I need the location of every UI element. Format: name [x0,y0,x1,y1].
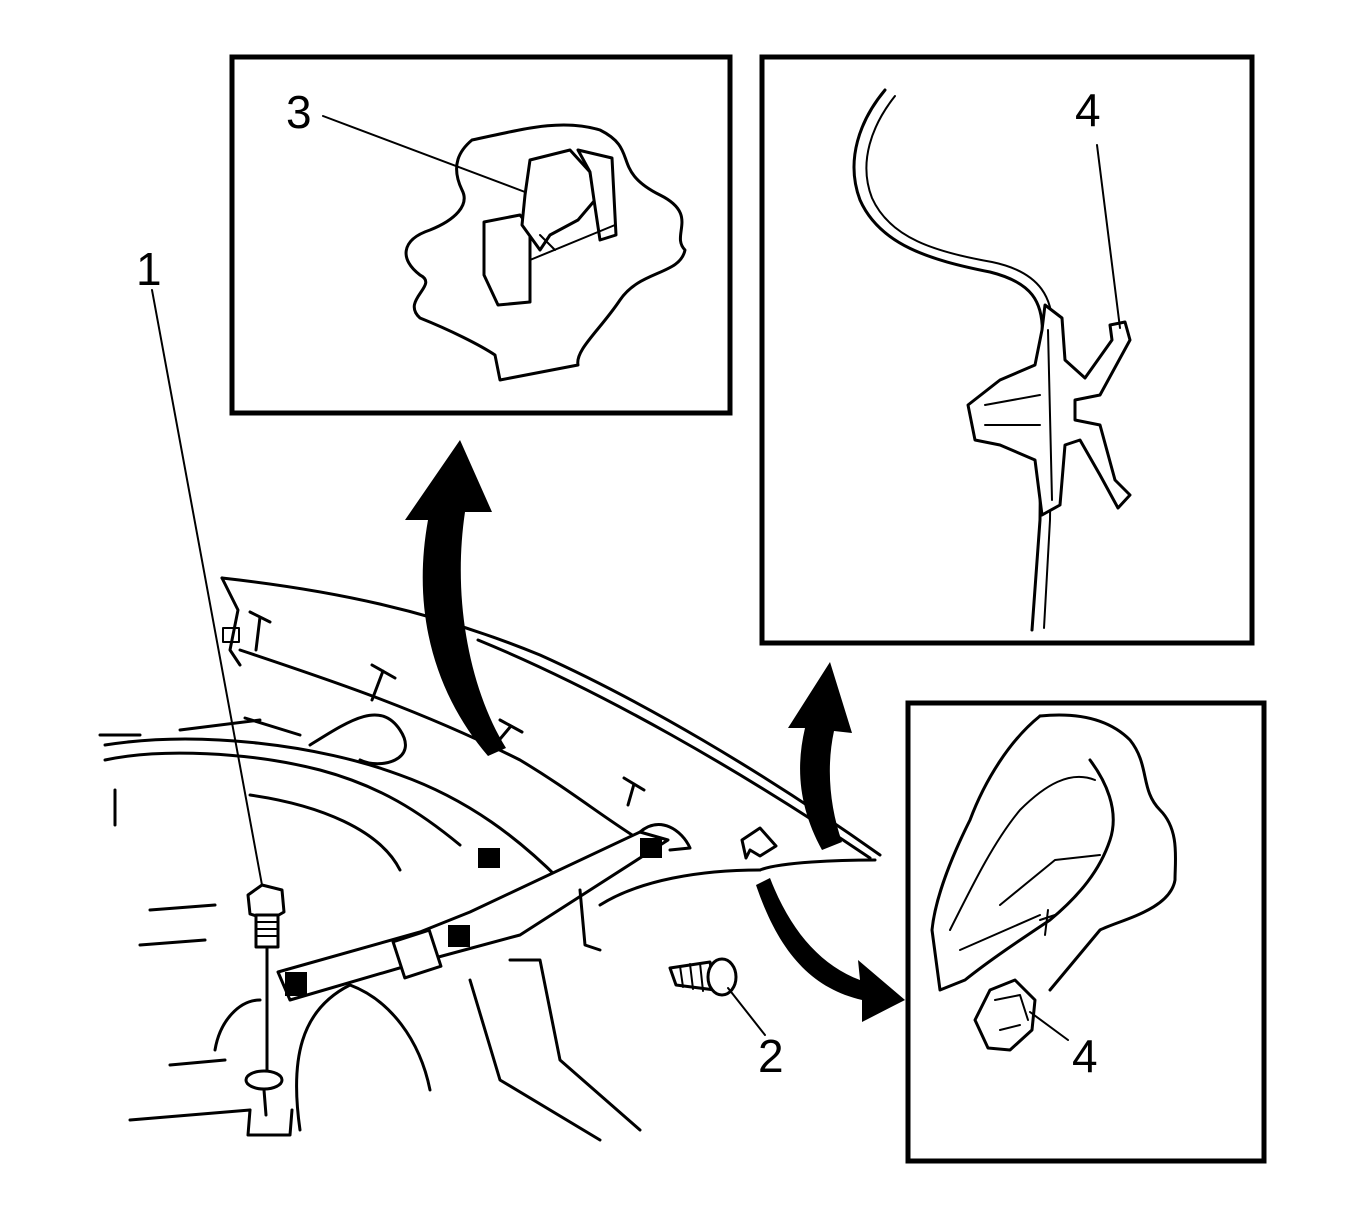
wheelhouse-arc-mid [103,751,462,847]
left-curve [213,998,262,1052]
leader-1 [151,289,263,886]
base-plate [246,1108,294,1137]
bolt [244,883,286,1117]
leader-4-top [1096,144,1121,329]
inset-4-bottom-bracket [930,714,1115,992]
strap-buckle [391,928,443,980]
inset-4-bottom-t-mark [1039,909,1056,936]
inset-3-clip-center [520,148,597,252]
inset-4-top-clip-detail [984,329,1053,501]
leader-lines [151,289,766,1036]
inset-3-frame [229,54,733,416]
base-line [128,1108,252,1122]
lower-rail [468,978,602,1142]
callout-1: 1 [136,243,162,295]
strap-texture-d [478,848,500,868]
lower-bracket [295,983,432,1132]
clip-slot [222,627,240,643]
inset-4-bottom-panel-outline [1038,713,1178,992]
strap-end-loop [638,823,692,852]
callout-4-top: 4 [1075,84,1101,136]
bracket-post [578,888,602,952]
inset-3 [229,54,733,416]
panel-top-edge [220,576,882,857]
inset-4-top-frame [759,54,1255,646]
inner-cutout [308,713,407,766]
left-dashes [98,716,302,737]
strap-texture-c [640,838,662,858]
inset-4-top-sheet-outer [852,88,1044,632]
direction-arrows [405,440,905,1022]
screw [668,957,738,997]
inset-3-clip-detail [529,224,616,261]
strap-body [276,830,670,1002]
stay-rod [598,868,762,907]
leader-3 [322,115,526,193]
inset-3-clip-right [576,148,618,242]
panel-lower-edge [238,648,642,842]
inset-4-top-sheet-inner [865,95,1054,629]
inset-3-clip-left [482,213,532,307]
inset-4-bottom-clip-detail [994,994,1029,1031]
wheelhouse-arc-outer [103,737,562,882]
inner-arc [248,793,402,872]
inset-3-panel-outline [404,123,687,382]
panel-tip [758,858,877,872]
main-assembly-view [98,576,882,1142]
inset-4-bottom-bracket-detail [949,775,1101,951]
arrow-to-inset-4-bottom [756,878,905,1022]
inset-4-top [759,54,1255,646]
leader-4-bottom [1029,1011,1069,1041]
arrow-to-inset-3 [405,440,506,756]
leader-2 [727,987,766,1036]
callout-3: 3 [286,86,312,138]
left-detail-lines [138,903,227,1067]
inset-4-bottom [905,700,1267,1164]
strap-texture-a [285,972,307,996]
t-clips [248,610,646,807]
callout-labels: 1 2 3 4 4 [136,84,1101,1082]
strap-texture-b [448,925,470,947]
arrow-to-inset-4-top [788,662,852,850]
lower-rail-2 [508,958,642,1132]
panel-clip [740,826,778,860]
inset-4-bottom-frame [905,700,1267,1164]
callout-2: 2 [758,1030,784,1082]
panel-left-edge [220,576,242,667]
callout-4-bottom: 4 [1072,1030,1098,1082]
